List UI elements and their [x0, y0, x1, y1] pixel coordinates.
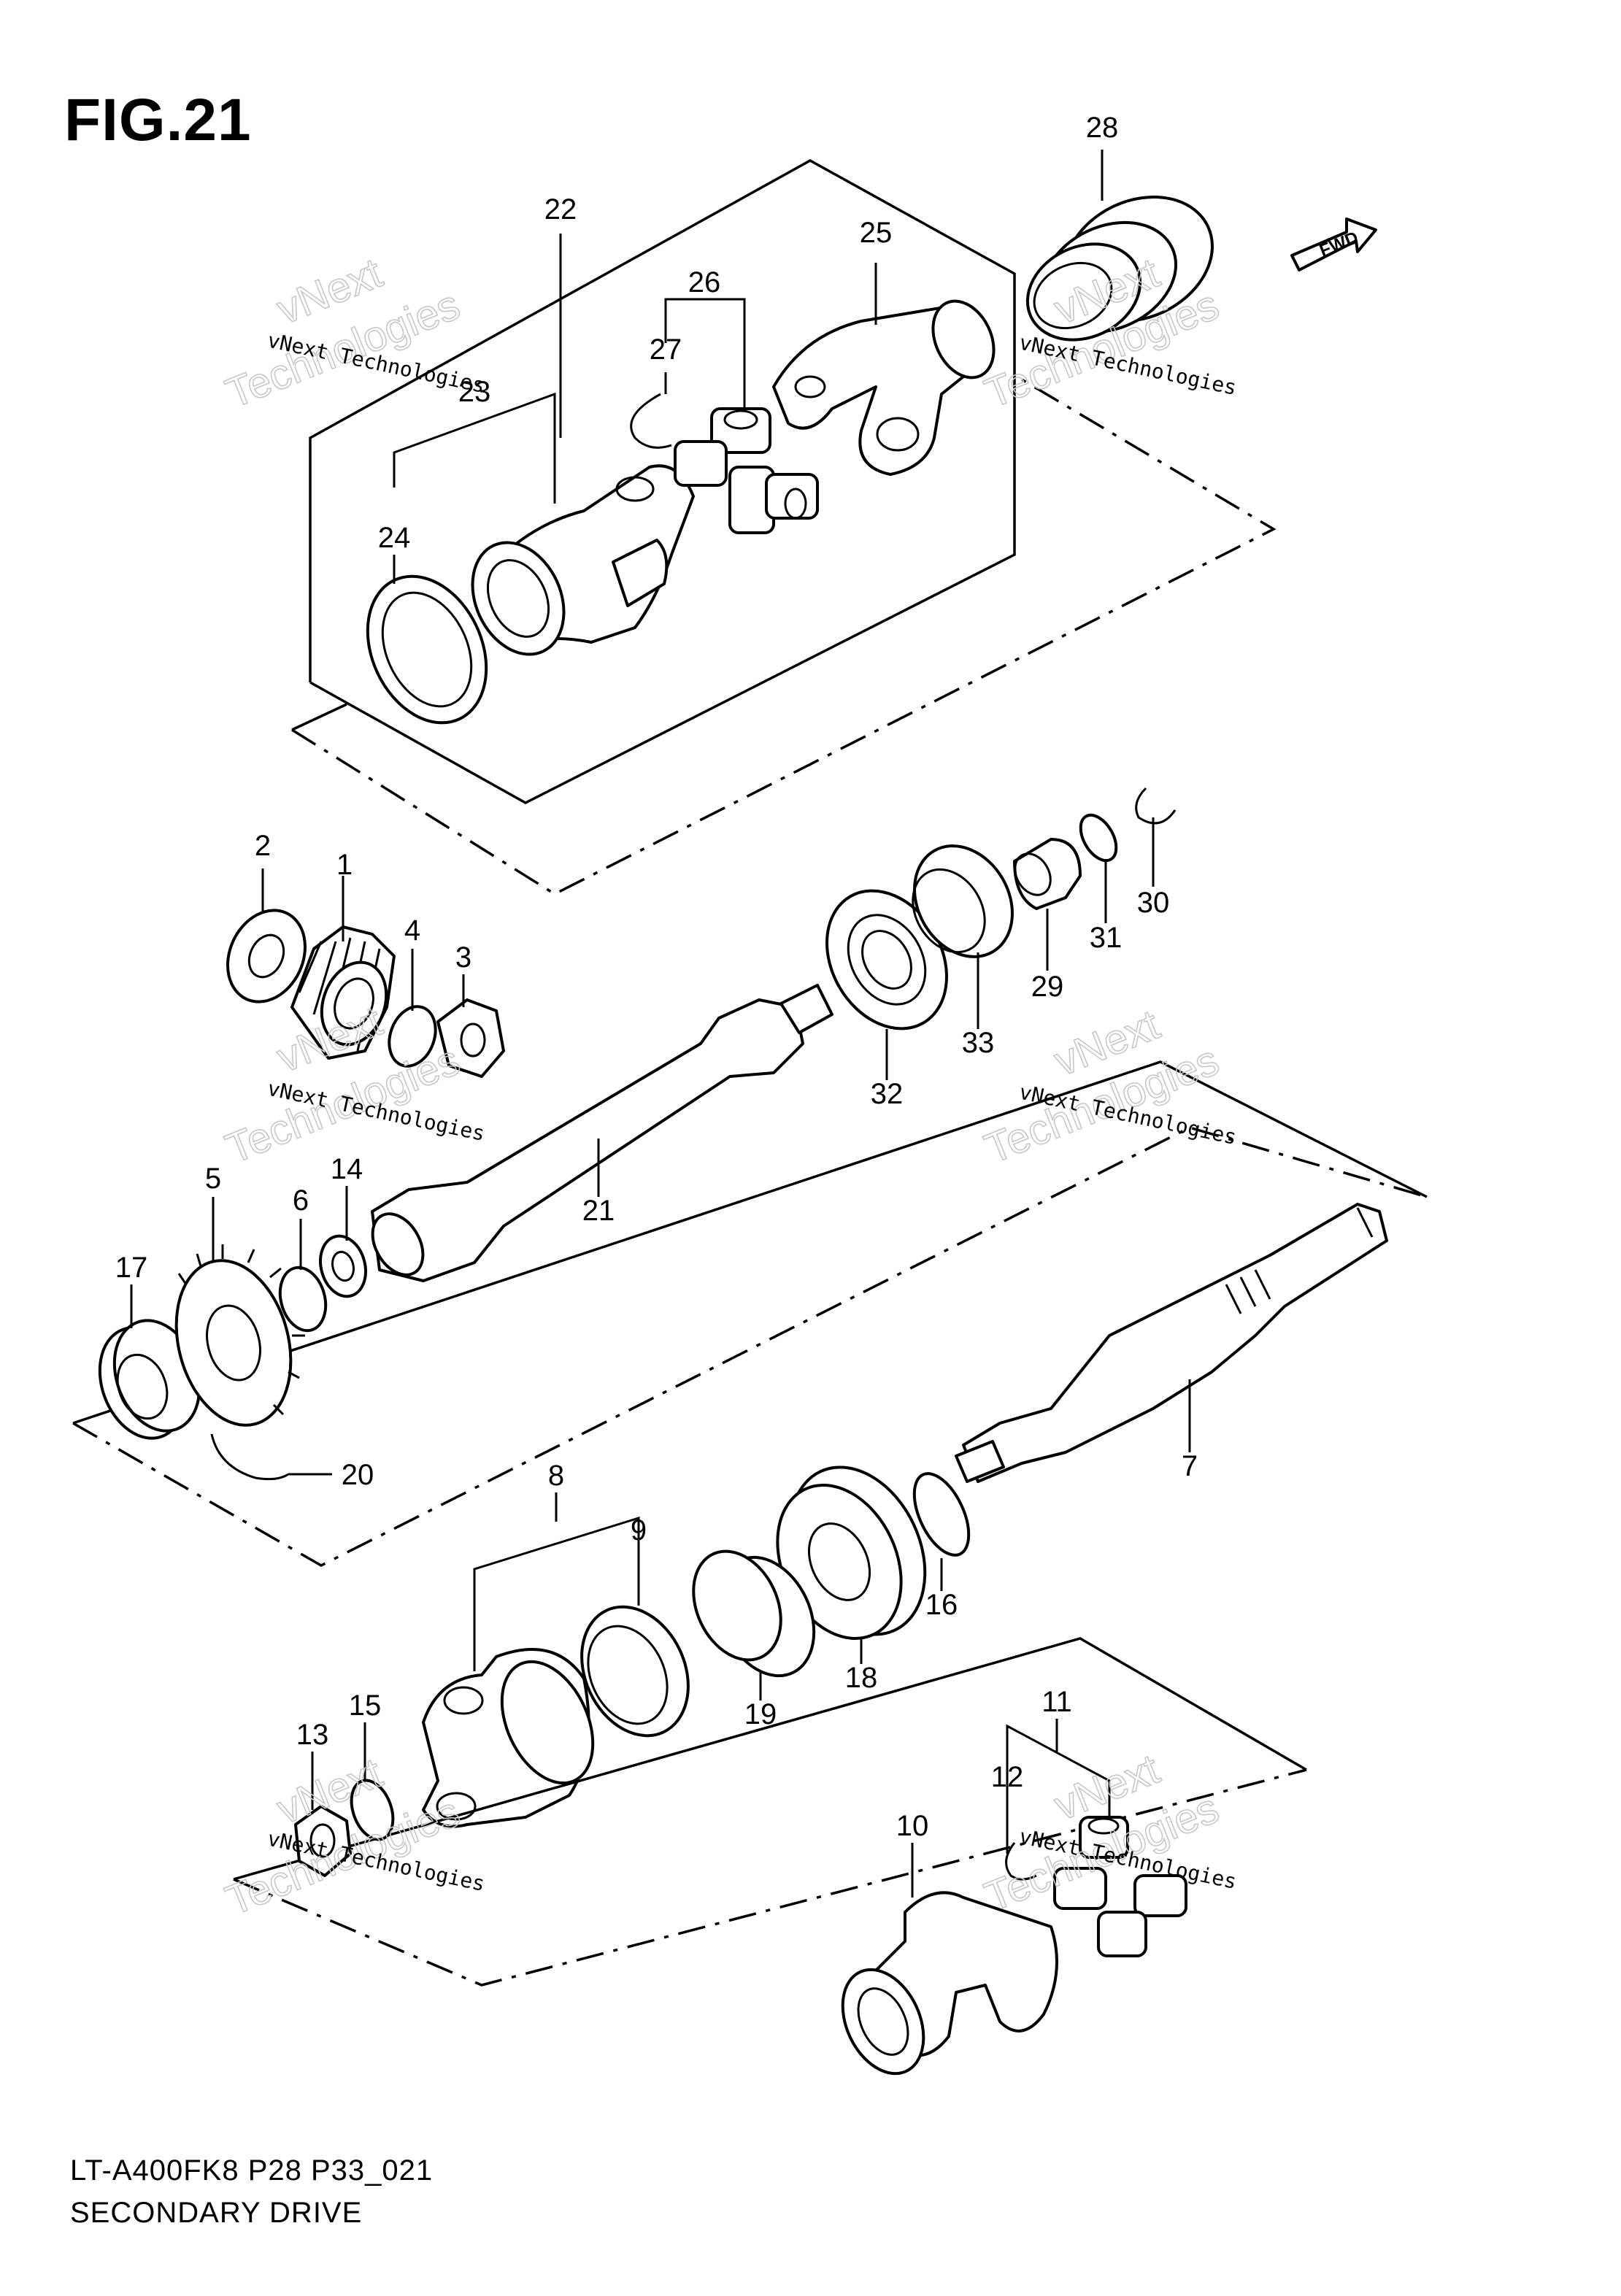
part-13-nut — [294, 1805, 352, 1877]
part-25-yoke — [772, 299, 996, 476]
section-name: SECONDARY DRIVE — [70, 2197, 363, 2229]
part-14-collar — [319, 1234, 367, 1298]
callout-16: 16 — [925, 1589, 958, 1621]
callout-1: 1 — [336, 849, 353, 881]
part-23-yoke — [471, 464, 695, 656]
group-box-22 — [291, 158, 1277, 896]
part-10-yoke — [841, 1891, 1058, 2076]
callout-10: 10 — [896, 1810, 929, 1842]
callout-2: 2 — [255, 830, 271, 862]
callout-31: 31 — [1090, 922, 1123, 954]
part-19-collar — [692, 1549, 816, 1678]
part-29-collar — [1013, 838, 1082, 910]
part-18-bearing — [776, 1465, 927, 1641]
callout-30: 30 — [1137, 887, 1170, 919]
group-box-7 — [72, 1060, 1428, 1567]
part-28-boot — [1025, 195, 1214, 342]
part-6-washer — [278, 1266, 328, 1333]
callout-labels: 1 2 3 4 5 6 7 8 9 10 11 12 13 14 15 16 1… — [115, 112, 1198, 1842]
callout-23: 23 — [458, 376, 491, 408]
part-7-output-shaft — [955, 1203, 1388, 1483]
callout-17: 17 — [115, 1252, 148, 1284]
part-1-bevel-gear — [290, 925, 396, 1060]
callout-20: 20 — [342, 1459, 374, 1491]
part-27-circlip — [630, 393, 672, 449]
part-26-universal-joint-spider — [674, 407, 819, 534]
model-code: LT-A400FK8 P28 P33_021 — [70, 2154, 434, 2187]
part-20-circlip — [210, 1433, 289, 1481]
part-16-o-ring — [912, 1472, 971, 1557]
callout-32: 32 — [871, 1078, 904, 1110]
watermark-mid-right: vNext Technologies vNext Technologies — [978, 1000, 1239, 1173]
part-4-washer — [388, 1005, 437, 1068]
figure-title: FIG.21 — [64, 87, 252, 153]
part-11-universal-joint-spider — [1053, 1816, 1187, 1957]
callout-9: 9 — [631, 1514, 647, 1546]
callout-4: 4 — [404, 914, 420, 947]
callout-14: 14 — [331, 1153, 363, 1185]
part-8-yoke — [422, 1648, 595, 1828]
group-box-11 — [233, 1637, 1307, 1987]
part-3-nut — [436, 998, 505, 1078]
callout-29: 29 — [1031, 971, 1064, 1003]
callout-12: 12 — [991, 1761, 1024, 1793]
callout-27: 27 — [650, 334, 682, 366]
part-15-washer — [350, 1779, 395, 1841]
leader-lines — [130, 150, 1191, 1898]
callout-18: 18 — [845, 1662, 878, 1694]
callout-5: 5 — [205, 1163, 221, 1195]
part-31-ring — [1079, 813, 1118, 863]
callout-15: 15 — [349, 1690, 382, 1722]
callout-28: 28 — [1086, 112, 1119, 144]
part-21-propeller-shaft — [371, 984, 833, 1282]
callout-21: 21 — [582, 1195, 615, 1227]
part-30-circlip — [1135, 787, 1177, 825]
callout-25: 25 — [860, 217, 893, 249]
callout-11: 11 — [1041, 1686, 1072, 1718]
callout-24: 24 — [378, 522, 411, 554]
callout-8: 8 — [548, 1460, 564, 1492]
callout-3: 3 — [455, 941, 471, 974]
callout-33: 33 — [962, 1027, 995, 1059]
forward-direction-arrow: FWD — [1290, 217, 1377, 271]
fwd-label: FWD — [1317, 228, 1361, 261]
callout-13: 13 — [296, 1719, 329, 1751]
callout-22: 22 — [544, 193, 577, 226]
watermark-top-left: vNext Technologies vNext Technologies — [219, 248, 487, 417]
callout-26: 26 — [688, 266, 721, 298]
part-9-oil-seal — [580, 1605, 690, 1738]
callout-19: 19 — [744, 1698, 777, 1730]
part-2-washer — [226, 909, 307, 1003]
callout-7: 7 — [1182, 1450, 1198, 1482]
callout-6: 6 — [293, 1184, 309, 1217]
part-33-oil-seal — [912, 844, 1014, 958]
part-5-gear — [174, 1244, 305, 1427]
